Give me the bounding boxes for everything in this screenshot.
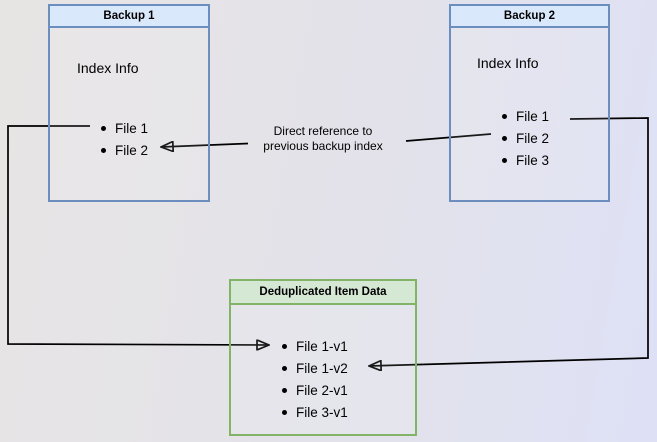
file-label: File 1 [115, 120, 149, 136]
bullet-icon [502, 135, 507, 141]
list-item: File 1 [101, 117, 148, 139]
file-label: File 1 [516, 108, 550, 124]
file-label: File 1-v2 [296, 360, 348, 376]
file-label: File 2-v1 [296, 382, 348, 398]
bullet-icon [502, 157, 507, 163]
backup2-index-info-label: Index Info [477, 55, 539, 71]
direct-reference-label-line1: Direct reference to [273, 124, 373, 138]
list-item: File 3 [502, 149, 549, 171]
file-label: File 2 [115, 142, 149, 158]
bullet-icon [282, 409, 287, 415]
bullet-icon [282, 387, 287, 393]
backup1-index-info-label: Index Info [77, 60, 139, 76]
backup1-node: Backup 1 Index Info File 1 File 2 [48, 4, 210, 202]
list-item: File 2-v1 [282, 379, 348, 401]
backup2-file-list: File 1 File 2 File 3 [502, 105, 549, 171]
dedup-title: Deduplicated Item Data [231, 281, 415, 305]
bullet-icon [101, 147, 106, 153]
file-label: File 3 [516, 152, 550, 168]
backup2-title: Backup 2 [451, 6, 608, 28]
list-item: File 3-v1 [282, 401, 348, 423]
bullet-icon [282, 365, 287, 371]
backup2-node: Backup 2 Index Info File 1 File 2 File 3 [449, 4, 610, 202]
list-item: File 1 [502, 105, 549, 127]
file-label: File 2 [516, 130, 550, 146]
dedup-node: Deduplicated Item Data File 1-v1 File 1-… [229, 279, 417, 436]
direct-reference-label-line2: previous backup index [263, 138, 383, 153]
file-label: File 3-v1 [296, 404, 348, 420]
backup1-title: Backup 1 [50, 6, 208, 28]
file-label: File 1-v1 [296, 338, 348, 354]
list-item: File 1-v1 [282, 335, 348, 357]
list-item: File 1-v2 [282, 357, 348, 379]
bullet-icon [101, 125, 106, 131]
bullet-icon [502, 113, 507, 119]
list-item: File 2 [502, 127, 549, 149]
backup1-file-list: File 1 File 2 [101, 117, 148, 161]
list-item: File 2 [101, 139, 148, 161]
direct-reference-label: Direct reference to previous backup inde… [237, 124, 409, 153]
dedup-file-list: File 1-v1 File 1-v2 File 2-v1 File 3-v1 [282, 335, 348, 423]
bullet-icon [282, 343, 287, 349]
